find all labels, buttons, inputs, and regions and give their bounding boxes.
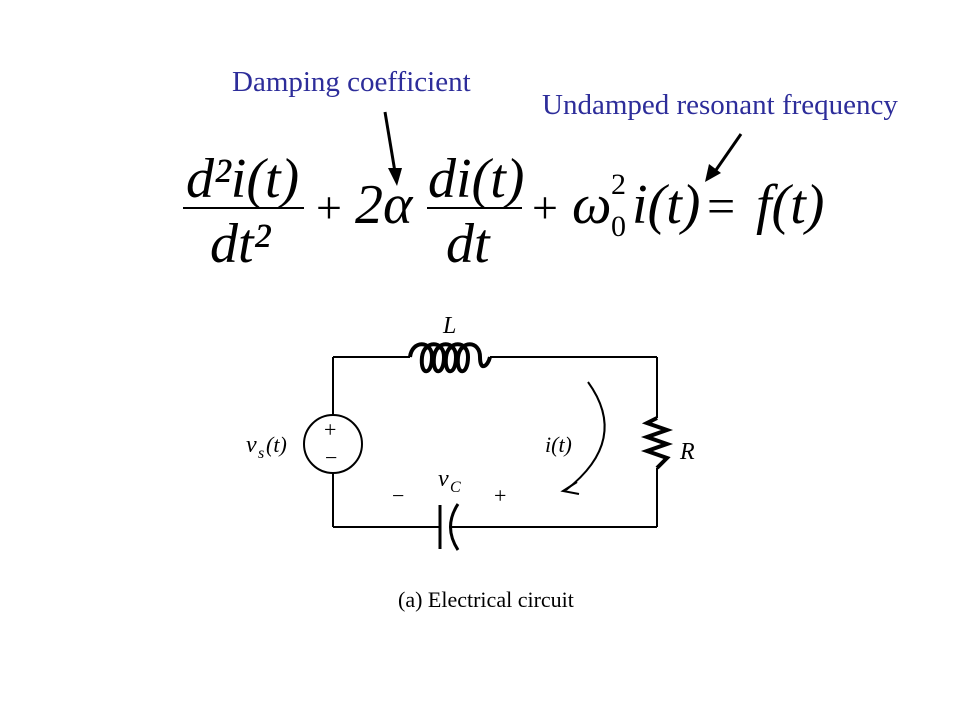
omega-superscript: 2 <box>611 168 626 201</box>
omega-symbol: ω <box>572 174 612 236</box>
undamped-resonant-frequency-label: Undamped resonant frequency <box>542 89 898 121</box>
source-voltage-argument: (t) <box>266 432 287 457</box>
capacitor-voltage-label: v <box>438 466 449 492</box>
capacitor-minus-sign: − <box>392 483 404 508</box>
capacitor-voltage-subscript: C <box>450 479 461 496</box>
omega-subscript: 0 <box>611 210 626 243</box>
damping-arrow <box>383 111 402 186</box>
term1-denominator: dt² <box>210 213 272 275</box>
source-plus-sign: + <box>324 417 336 442</box>
damping-coefficient-label: Damping coefficient <box>232 66 471 98</box>
term1-numerator: d²i(t) <box>186 148 299 210</box>
resistor-label: R <box>679 439 695 465</box>
resonant-arrow <box>705 133 743 182</box>
inductor-label: L <box>442 313 456 339</box>
circuit-caption: (a) Electrical circuit <box>398 587 574 612</box>
current-arrowhead <box>560 481 580 495</box>
equals-sign: = <box>707 178 735 234</box>
source-voltage-label: v <box>246 432 257 458</box>
resistor-zigzag <box>640 416 674 470</box>
capacitor-plate-curved <box>449 503 460 551</box>
differential-equation: d²i(t) dt² + 2α di(t) dt + ω 2 0 i(t) = … <box>183 111 824 275</box>
source-voltage-subscript: s <box>258 445 264 462</box>
source-minus-sign: − <box>325 445 337 470</box>
term2-denominator: dt <box>446 213 491 275</box>
plus-sign-1: + <box>316 182 342 233</box>
current-term: i(t) <box>632 174 700 236</box>
coefficient-2alpha: 2α <box>355 174 414 236</box>
forcing-function: f(t) <box>756 174 824 236</box>
current-label: i(t) <box>545 432 572 457</box>
current-direction-arrow <box>565 381 606 491</box>
voltage-source <box>303 414 363 474</box>
capacitor-plus-sign: + <box>494 483 506 508</box>
plus-sign-2: + <box>532 182 558 233</box>
inductor-coil <box>408 342 492 374</box>
term2-numerator: di(t) <box>428 148 524 210</box>
